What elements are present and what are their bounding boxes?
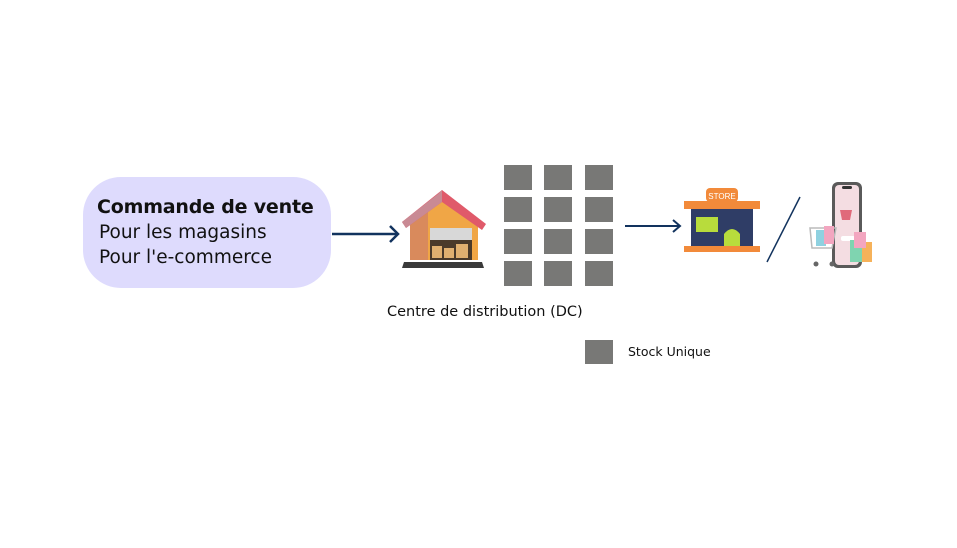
stock-unit bbox=[585, 165, 613, 190]
stock-unit bbox=[544, 197, 572, 222]
stock-unit bbox=[504, 165, 532, 190]
distribution-center-label: Centre de distribution (DC) bbox=[387, 304, 583, 320]
legend-swatch-stock-unique bbox=[585, 340, 613, 364]
stock-unit bbox=[504, 197, 532, 222]
stock-unit bbox=[504, 229, 532, 254]
stock-unit bbox=[544, 261, 572, 286]
stock-unit bbox=[544, 165, 572, 190]
sales-order-title: Commande de vente bbox=[97, 196, 314, 218]
order-line-stores: Pour les magasins bbox=[99, 222, 267, 243]
stock-unit bbox=[585, 229, 613, 254]
store-sign: STORE bbox=[708, 192, 735, 201]
order-line-ecommerce: Pour l'e-commerce bbox=[99, 247, 272, 268]
warehouse-icon bbox=[402, 190, 486, 268]
stock-unit bbox=[544, 229, 572, 254]
legend-label-stock-unique: Stock Unique bbox=[628, 344, 711, 359]
stock-unit bbox=[585, 261, 613, 286]
separator-slash bbox=[766, 196, 801, 263]
arrow-to-warehouse-icon bbox=[332, 225, 400, 243]
arrow-to-channels-icon bbox=[625, 219, 682, 233]
stock-unit bbox=[504, 261, 532, 286]
sales-order-box bbox=[83, 177, 331, 288]
stock-unit bbox=[585, 197, 613, 222]
ecommerce-phone-icon bbox=[809, 182, 872, 268]
store-icon: STORE bbox=[684, 188, 760, 252]
